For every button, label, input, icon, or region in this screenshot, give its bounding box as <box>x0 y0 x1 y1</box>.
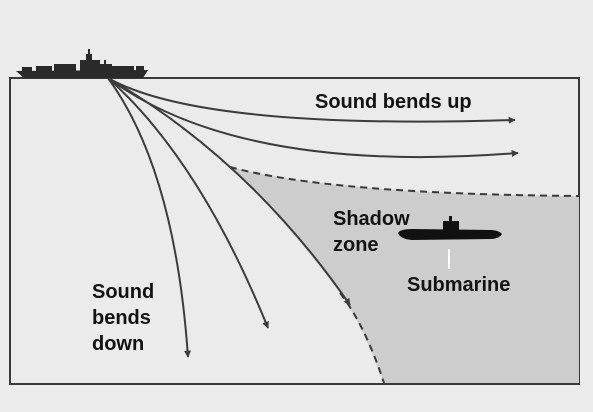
ray-up-1 <box>107 77 516 124</box>
shadow-zone-label: Shadow zone <box>333 208 410 256</box>
sound-bends-down-label: Sound bends down <box>92 281 155 355</box>
submarine-label: Submarine <box>407 274 511 296</box>
ray-down-1 <box>107 77 269 329</box>
submarine-icon <box>398 216 502 240</box>
shadow-zone-lower-boundary <box>339 292 385 384</box>
shadow-zone-area <box>230 167 579 383</box>
ray-down-2 <box>107 77 192 358</box>
shadow-zone-upper-boundary <box>229 166 580 197</box>
sound-bends-up-label: Sound bends up <box>315 91 472 113</box>
ship-icon <box>16 49 148 78</box>
ray-shadow-edge <box>107 77 351 306</box>
